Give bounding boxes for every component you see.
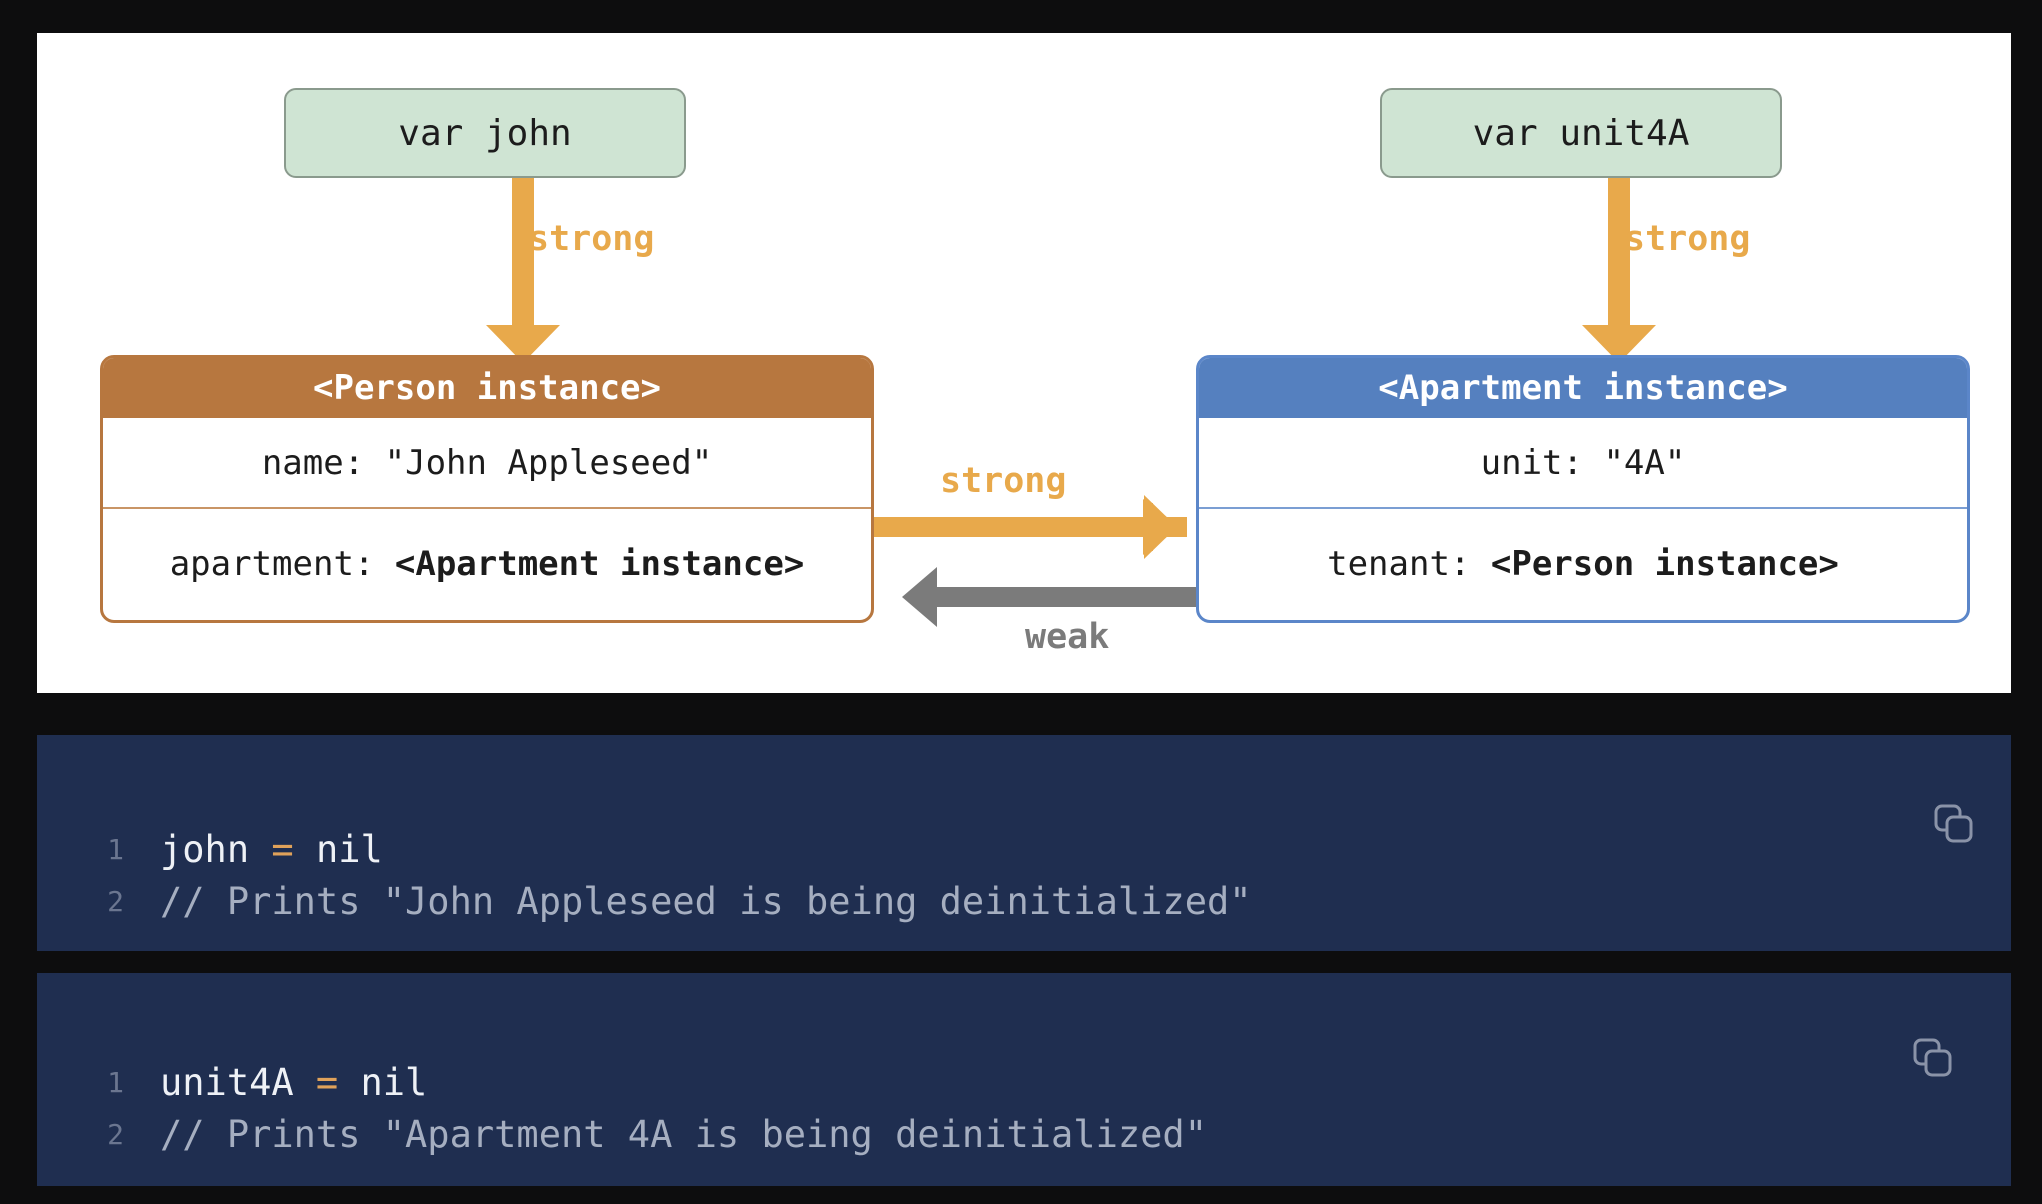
apartment-instance-header: <Apartment instance> <box>1199 358 1967 418</box>
weak-arrow-apartment-to-person <box>902 567 1237 627</box>
code-line: 2 // Prints "Apartment 4A is being deinit… <box>37 1109 1207 1159</box>
code-block-1: 1 john = nil 2 // Prints "John Appleseed i… <box>37 735 2011 951</box>
apartment-instance-box: <Apartment instance> unit: "4A" tenant: … <box>1196 355 1970 623</box>
apartment-tenant-value: <Person instance> <box>1490 544 1839 584</box>
code-operator: = <box>249 827 316 871</box>
code-identifier: john <box>160 827 250 871</box>
strong-arrow-unit4a <box>1582 178 1656 363</box>
person-apartment-value: <Apartment instance> <box>394 544 805 584</box>
code-value: nil <box>315 827 383 871</box>
copy-icon-glyph <box>1913 1038 1952 1077</box>
apartment-tenant-key: tenant: <box>1327 544 1491 584</box>
code-comment: // Prints "John Appleseed is being deini… <box>160 879 1252 923</box>
code-line: 1 unit4A = nil <box>37 1057 427 1107</box>
diagram-arrows <box>486 178 1656 627</box>
var-john-box: var john <box>284 88 686 178</box>
code-line: 1 john = nil <box>37 824 383 874</box>
copy-icon-glyph <box>1934 804 1973 843</box>
person-apartment-key: apartment: <box>169 544 395 584</box>
code-block-2: 1 unit4A = nil 2 // Prints "Apartment 4A i… <box>37 973 2011 1186</box>
line-number: 2 <box>107 1117 124 1151</box>
line-number: 1 <box>107 1065 124 1099</box>
person-apartment-row: apartment: <Apartment instance> <box>103 509 871 619</box>
apartment-unit-row: unit: "4A" <box>1199 418 1967 509</box>
person-instance-box: <Person instance> name: "John Appleseed"… <box>100 355 874 623</box>
code-value: nil <box>360 1060 428 1104</box>
strong-label-link: strong <box>940 461 1067 501</box>
copy-icon[interactable] <box>1931 801 1977 847</box>
line-number: 2 <box>107 884 124 918</box>
code-comment: // Prints "Apartment 4A is being deiniti… <box>160 1112 1207 1156</box>
weak-label-link: weak <box>1025 617 1110 657</box>
strong-label-john: strong <box>528 219 655 259</box>
strong-arrow-person-to-apartment <box>873 495 1187 559</box>
copy-icon[interactable] <box>1910 1035 1956 1081</box>
code-line: 2 // Prints "John Appleseed is being dein… <box>37 876 1252 926</box>
person-name-row: name: "John Appleseed" <box>103 418 871 509</box>
code-operator: = <box>293 1060 361 1104</box>
line-number: 1 <box>107 832 124 866</box>
code-identifier: unit4A <box>160 1060 294 1104</box>
person-instance-header: <Person instance> <box>103 358 871 418</box>
apartment-tenant-row: tenant: <Person instance> <box>1199 509 1967 619</box>
strong-arrow-john <box>486 178 560 363</box>
var-unit4a-box: var unit4A <box>1380 88 1782 178</box>
strong-label-unit4a: strong <box>1624 219 1751 259</box>
reference-diagram: var john var unit4A strong strong strong… <box>37 33 2011 693</box>
